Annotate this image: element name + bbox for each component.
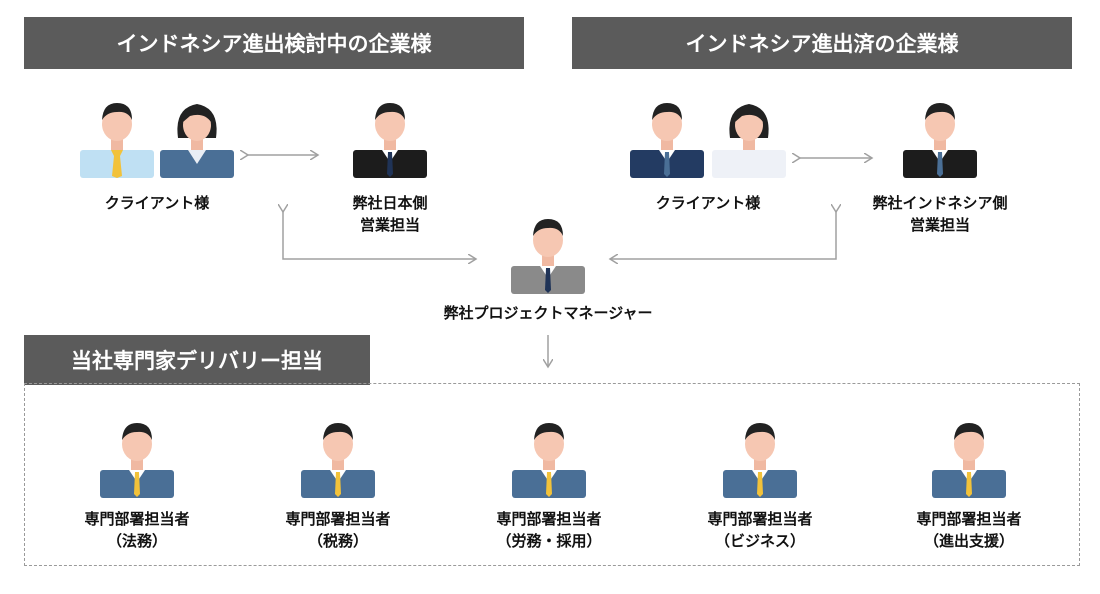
project-manager-icon [511, 219, 585, 294]
expert-label: 専門部署担当者 （法務） [47, 508, 227, 552]
expert-title: 専門部署担当者 [84, 510, 190, 528]
header-considering: インドネシア進出検討中の企業様 [24, 17, 524, 69]
expert-title: 専門部署担当者 [707, 510, 813, 528]
project-manager-label: 弊社プロジェクトマネージャー [443, 304, 653, 322]
expert-label: 専門部署担当者 （労務・採用） [459, 508, 639, 552]
header-experts: 当社専門家デリバリー担当 [24, 335, 370, 385]
left-sales-label: 弊社日本側 営業担当 [352, 194, 428, 234]
expert-title: 専門部署担当者 [496, 510, 602, 528]
right-sales-label: 弊社インドネシア側 営業担当 [872, 194, 1008, 234]
arrow-left-sales-pm [283, 212, 476, 259]
sales-indonesia-icon [903, 103, 977, 178]
expert-field: （労務・採用） [496, 532, 602, 550]
client-male-icon [80, 103, 154, 178]
expert-person-icon [512, 423, 586, 498]
right-client-label: クライアント様 [655, 194, 761, 212]
experts-dashed-frame [24, 383, 1080, 566]
expert-title: 専門部署担当者 [916, 510, 1022, 528]
expert-person-icon [723, 423, 797, 498]
left-client-label: クライアント様 [104, 194, 210, 212]
header-established: インドネシア進出済の企業様 [572, 17, 1072, 69]
expert-title: 専門部署担当者 [285, 510, 391, 528]
expert-person-icon [100, 423, 174, 498]
expert-field: （進出支援） [923, 532, 1014, 550]
expert-field: （税務） [307, 532, 368, 550]
expert-label: 専門部署担当者 （進出支援） [879, 508, 1059, 552]
expert-person-icon [932, 423, 1006, 498]
client-female-white-icon [712, 104, 786, 178]
expert-label: 専門部署担当者 （ビジネス） [670, 508, 850, 552]
expert-field: （ビジネス） [714, 532, 805, 550]
expert-label: 専門部署担当者 （税務） [248, 508, 428, 552]
sales-japan-icon [353, 103, 427, 178]
expert-field: （法務） [106, 532, 167, 550]
expert-person-icon [301, 423, 375, 498]
client-male-navy-icon [630, 103, 704, 178]
arrow-right-sales-pm [610, 212, 836, 259]
client-female-icon [160, 104, 234, 178]
